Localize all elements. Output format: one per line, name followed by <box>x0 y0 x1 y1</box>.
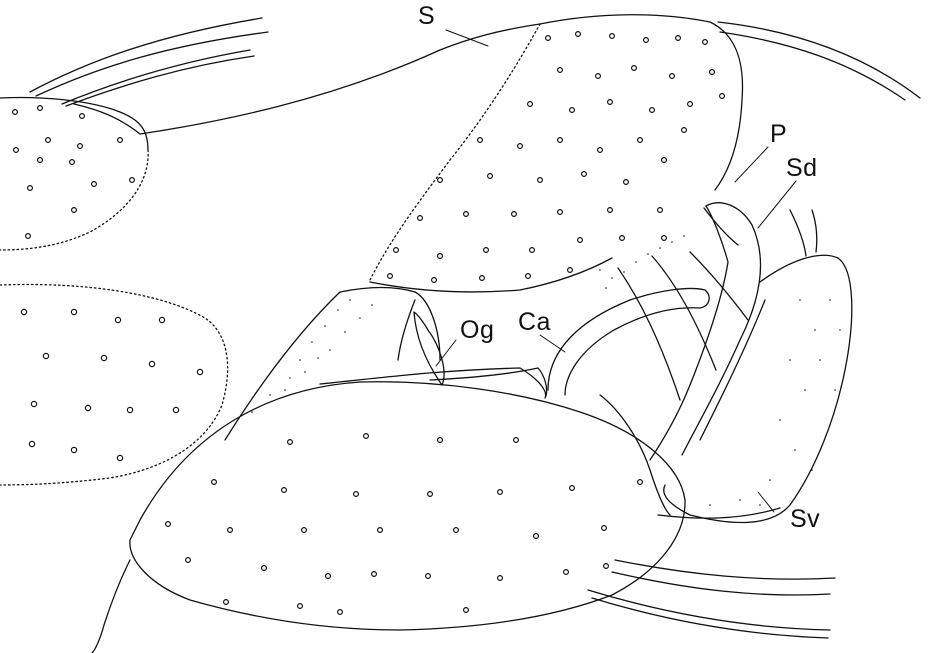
label-sv: Sv <box>790 507 820 532</box>
label-sd: Sd <box>786 156 818 181</box>
membrane-middle <box>225 288 440 441</box>
seta-lower-right-3 <box>588 590 830 630</box>
seta-appendage-2 <box>812 210 817 252</box>
setal-sockets <box>13 32 725 615</box>
sv-lobe <box>664 255 852 522</box>
leader-s <box>446 30 488 46</box>
dorsal-sclerite-ventral-edge <box>370 258 612 292</box>
internal-rods-3 <box>690 252 748 320</box>
internal-rods-1 <box>618 268 680 400</box>
sv-inner <box>700 300 765 440</box>
label-ca: Ca <box>518 310 551 335</box>
seta-top-left-1 <box>30 18 262 92</box>
seta-lower-right-4 <box>592 598 828 638</box>
left-lower-plate <box>0 284 228 485</box>
seta-appendage-1 <box>790 210 806 256</box>
label-s: S <box>418 4 435 29</box>
seta-top-left-2 <box>36 32 268 96</box>
sv-lower-edge <box>658 508 780 518</box>
leader-ca <box>540 335 565 352</box>
leader-p <box>735 147 768 182</box>
stipple-dots <box>251 235 841 506</box>
ventral-sclerite <box>130 382 685 630</box>
dorsal-sclerite <box>540 15 743 190</box>
dorsal-outline <box>74 24 540 134</box>
left-upper-plate-dotted <box>0 150 148 250</box>
internal-rods-2 <box>652 256 716 370</box>
seta-lower-right-1 <box>615 560 835 579</box>
leader-sd <box>758 181 796 228</box>
membrane-fold <box>398 300 415 360</box>
sd-process-inner <box>650 206 728 460</box>
ventral-sclerite-base <box>92 560 130 653</box>
genital-base <box>600 395 670 515</box>
seta-top-left-4 <box>66 56 254 106</box>
leader-sv <box>758 492 774 512</box>
label-og: Og <box>460 318 494 343</box>
dorsal-sclerite-dotted-edge <box>370 24 540 280</box>
label-p: P <box>770 122 787 147</box>
seta-top-right-1 <box>718 22 920 98</box>
